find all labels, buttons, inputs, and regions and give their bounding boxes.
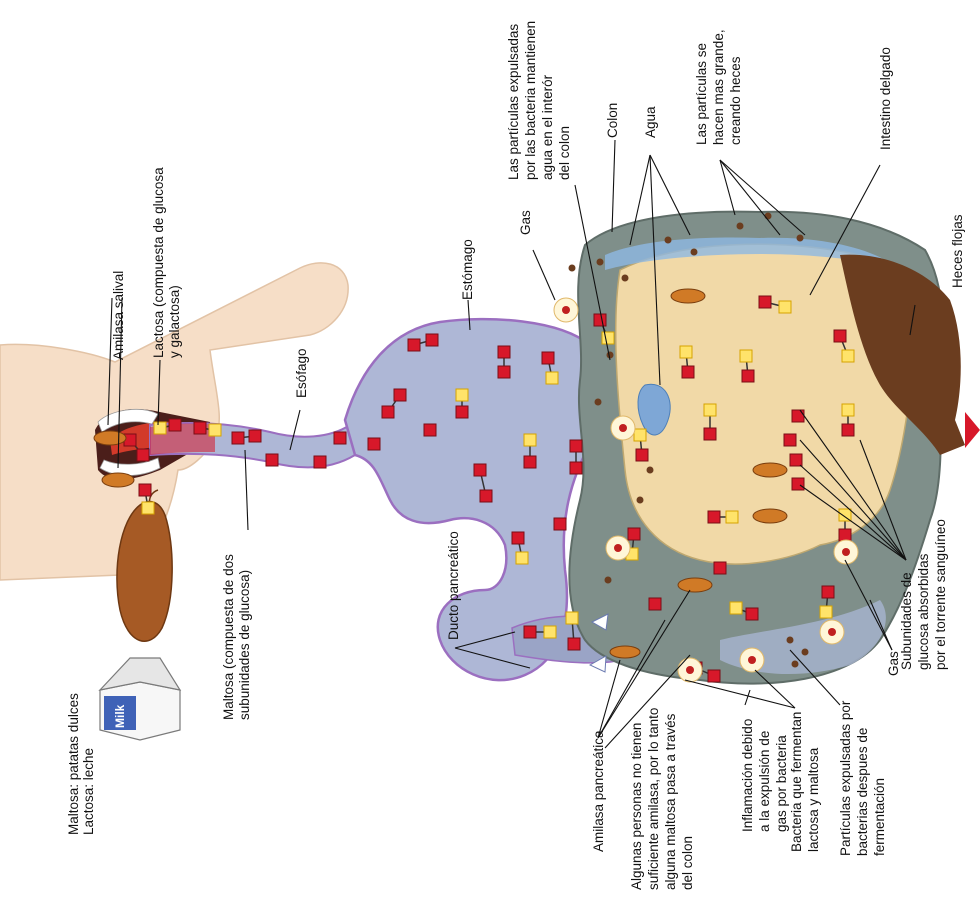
fecal-particle-1 bbox=[569, 265, 576, 272]
gas-puff-4 bbox=[678, 658, 702, 682]
fecal-particle-13 bbox=[605, 577, 612, 584]
label-particles-water: Las partículas expulsadas por las bacter… bbox=[506, 17, 572, 180]
bacterium-colon-5 bbox=[610, 646, 640, 658]
label-pancreatic-amylase: Amilasa pancreática bbox=[591, 730, 606, 852]
label-water: Agua bbox=[643, 106, 658, 138]
milk-carton-illustration: Milk bbox=[100, 658, 180, 740]
label-salivary-amylase: Amilasa salival bbox=[111, 271, 126, 360]
bacterium-mouth-2 bbox=[102, 473, 134, 487]
fecal-particle-5 bbox=[691, 249, 698, 256]
fecal-particle-8 bbox=[797, 235, 804, 242]
molecule-18 bbox=[554, 518, 566, 530]
label-esophagus: Esófago bbox=[294, 348, 309, 398]
bacterium-colon-1 bbox=[671, 289, 705, 303]
gas-puff-3 bbox=[606, 536, 630, 560]
gas-puff-7 bbox=[834, 540, 858, 564]
fecal-particle-3 bbox=[622, 275, 629, 282]
label-loose-stool: Heces flojas bbox=[950, 214, 965, 288]
label-inflammation: Inflamación debido a la expulsión de gas… bbox=[740, 715, 789, 832]
molecule-6 bbox=[266, 454, 278, 466]
molecule-12 bbox=[424, 424, 436, 436]
molecule-42 bbox=[649, 598, 661, 610]
label-food: Maltosa: patatas dulces Lactosa: leche bbox=[66, 689, 96, 835]
milk-carton-text: Milk bbox=[113, 704, 127, 728]
fecal-particle-4 bbox=[665, 237, 672, 244]
molecule-7 bbox=[314, 456, 326, 468]
bacterium-colon-3 bbox=[753, 509, 787, 523]
label-colon: Colon bbox=[605, 103, 620, 138]
gas-puff-6 bbox=[820, 620, 844, 644]
label-maltose: Maltosa (compuesta de dos subunidades de… bbox=[221, 550, 252, 720]
fecal-particle-14 bbox=[787, 637, 794, 644]
label-insufficient-amylase: Algunas personas no tienen suficiente am… bbox=[629, 704, 695, 890]
fecal-particle-16 bbox=[802, 649, 809, 656]
molecule-36 bbox=[792, 478, 804, 490]
gas-puff-5 bbox=[740, 648, 764, 672]
exit-arrow bbox=[965, 412, 980, 448]
fecal-particle-10 bbox=[595, 399, 602, 406]
fecal-particle-15 bbox=[792, 661, 799, 668]
bacterium-colon-4 bbox=[678, 578, 712, 592]
label-expelled-particles: Partículas expulsadas por bacterias desp… bbox=[838, 697, 887, 856]
fecal-particle-11 bbox=[647, 467, 654, 474]
label-particles-grow: Las partículas se hacen mas grande, crea… bbox=[694, 26, 743, 145]
fecal-particle-6 bbox=[737, 223, 744, 230]
label-pancreatic-duct: Ducto pancreático bbox=[446, 531, 461, 640]
gas-puff-1 bbox=[554, 298, 578, 322]
label-gas-top: Gas bbox=[518, 210, 533, 235]
molecule-8 bbox=[334, 432, 346, 444]
molecule-40 bbox=[714, 562, 726, 574]
label-small-intestine: Intestino delgado bbox=[878, 47, 893, 150]
molecule-35 bbox=[790, 454, 802, 466]
fecal-particle-7 bbox=[765, 213, 772, 220]
bacterium-colon-2 bbox=[753, 463, 787, 477]
label-bacteria-ferment: Bacteria que fermentan lactosa y maltosa bbox=[789, 708, 821, 852]
fecal-particle-2 bbox=[597, 259, 604, 266]
fecal-particle-12 bbox=[637, 497, 644, 504]
label-stomach: Estómago bbox=[460, 239, 475, 300]
gas-puff-2 bbox=[611, 416, 635, 440]
molecule-9 bbox=[368, 438, 380, 450]
molecule-33 bbox=[792, 410, 804, 422]
label-lactose: Lactosa (compuesta de glucosa y galactos… bbox=[151, 164, 182, 358]
bacterium-mouth-1 bbox=[94, 431, 126, 445]
molecule-34 bbox=[784, 434, 796, 446]
